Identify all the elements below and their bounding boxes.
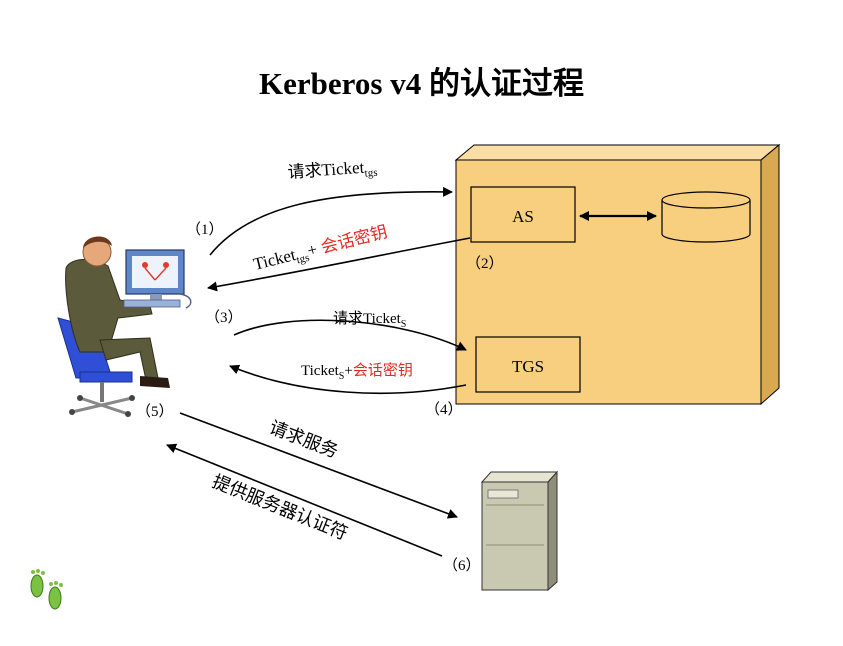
message-2-label: Tickettgs+ 会话密钥 [251,222,390,277]
tgs-label: TGS [512,357,544,376]
tgs-box [475,336,581,393]
as-label: AS [512,207,534,226]
step-number-2: （2） [466,255,504,272]
arrow-1 [209,186,453,256]
step-number-6: （6） [443,557,481,574]
user-at-computer-icon [57,236,192,417]
footprints-icon [30,569,63,610]
file-server-icon [480,470,559,592]
message-3-label: 请求TicketS [333,310,406,330]
arrow-3 [233,319,467,351]
arrow-6 [166,443,443,557]
arrow-5 [179,412,458,519]
step-number-5: （5） [136,403,174,420]
step-number-4: （4） [425,401,463,418]
database-icon [661,191,751,243]
arrow-4 [229,364,467,395]
message-4-label: TicketS+会话密钥 [301,361,413,382]
message-1-label: 请求Tickettgs [287,157,378,185]
step-number-3: （3） [205,309,243,326]
message-6-label: 提供服务器认证符 [210,471,351,543]
message-5-label: 请求服务 [267,417,341,461]
arrow-2 [207,237,471,292]
step-number-1: （1） [186,221,224,238]
slide-title: Kerberos v4 的认证过程 [259,66,584,101]
as-box [470,186,576,243]
